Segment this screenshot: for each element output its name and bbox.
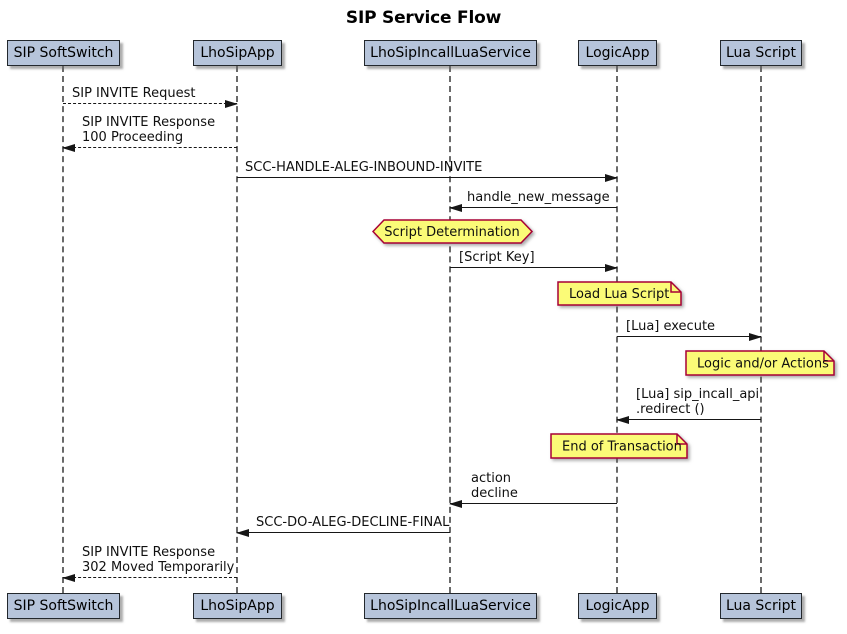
message-script-key: [Script Key] xyxy=(450,250,618,272)
diagram-title: SIP Service Flow xyxy=(345,8,502,28)
message-arrow-line xyxy=(62,573,237,582)
note-script-determination: Script Determination xyxy=(371,219,539,254)
message-arrow-line xyxy=(62,143,237,152)
message-scc-handle-aleg-inbound-invite: SCC-HANDLE-ALEG-INBOUND-INVITE xyxy=(237,160,618,182)
message-label: SIP INVITE Response 302 Moved Temporaril… xyxy=(82,545,235,575)
arrowhead-left-icon xyxy=(62,143,75,152)
message-arrow-line xyxy=(237,173,618,182)
message-arrow-line xyxy=(616,415,761,424)
message-label: [Lua] sip_incall_api .redirect () xyxy=(636,387,760,417)
note-label: End of Transaction xyxy=(562,440,682,455)
lifeline-lhosipincallluaservice xyxy=(449,66,451,593)
sticky-note-icon: Load Lua Script xyxy=(557,281,682,306)
message-arrow-line xyxy=(63,99,238,108)
message-action-decline: action decline xyxy=(449,471,617,508)
arrowhead-left-icon xyxy=(449,203,462,212)
message-sip-invite-response-100-proceeding: SIP INVITE Response 100 Proceeding xyxy=(62,115,237,152)
message-label: SCC-HANDLE-ALEG-INBOUND-INVITE xyxy=(245,160,483,175)
arrowhead-right-icon xyxy=(225,99,238,108)
participant-bottom-lua-script: Lua Script xyxy=(720,593,802,619)
sticky-note-icon: Logic and/or Actions xyxy=(685,350,835,376)
participant-top-lhosipapp: LhoSipApp xyxy=(193,40,282,66)
participant-top-lhosipincallluaservice: LhoSipIncallLuaService xyxy=(364,40,537,66)
note-label: Logic and/or Actions xyxy=(697,357,829,372)
note-label: Script Determination xyxy=(384,225,519,240)
lifeline-lua-script xyxy=(760,66,762,593)
participant-bottom-logicapp: LogicApp xyxy=(578,593,657,619)
participant-top-sip-softswitch: SIP SoftSwitch xyxy=(7,40,120,66)
message-label: [Script Key] xyxy=(459,250,535,265)
arrowhead-right-icon xyxy=(605,173,618,182)
hexagon-note-icon: Script Determination xyxy=(371,219,534,244)
participant-bottom-lhosipincallluaservice: LhoSipIncallLuaService xyxy=(364,593,537,619)
participant-bottom-sip-softswitch: SIP SoftSwitch xyxy=(7,593,120,619)
message-label: [Lua] execute xyxy=(626,319,716,334)
message-sip-invite-request: SIP INVITE Request xyxy=(63,86,238,108)
sticky-note-icon: End of Transaction xyxy=(550,433,688,459)
message-lua-execute: [Lua] execute xyxy=(617,319,762,341)
message-arrow-line xyxy=(449,203,617,212)
message-sip-invite-response-302-moved: SIP INVITE Response 302 Moved Temporaril… xyxy=(62,545,237,582)
message-handle-new-message: handle_new_message xyxy=(449,190,617,212)
message-lua-sip-incall-api-redirect: [Lua] sip_incall_api .redirect () xyxy=(616,387,761,424)
participant-top-lua-script: Lua Script xyxy=(720,40,802,66)
note-end-of-transaction: End of Transaction xyxy=(550,433,694,469)
lifeline-sip-softswitch xyxy=(62,66,64,593)
arrowhead-right-icon xyxy=(605,263,618,272)
note-label: Load Lua Script xyxy=(569,287,669,302)
message-label: SIP INVITE Request xyxy=(72,86,196,101)
message-label: SCC-DO-ALEG-DECLINE-FINAL xyxy=(256,515,450,530)
arrowhead-right-icon xyxy=(749,332,762,341)
message-arrow-line xyxy=(450,263,618,272)
message-scc-do-aleg-decline-final: SCC-DO-ALEG-DECLINE-FINAL xyxy=(236,515,450,537)
lifeline-logicapp xyxy=(616,66,618,593)
arrowhead-left-icon xyxy=(62,573,75,582)
note-load-lua-script: Load Lua Script xyxy=(557,281,688,316)
arrowhead-left-icon xyxy=(449,499,462,508)
message-label: SIP INVITE Response 100 Proceeding xyxy=(82,115,216,145)
message-arrow-line xyxy=(449,499,617,508)
lifeline-lhosipapp xyxy=(236,66,238,593)
note-logic-and-or-actions: Logic and/or Actions xyxy=(685,350,841,386)
arrowhead-left-icon xyxy=(236,528,249,537)
participant-bottom-lhosipapp: LhoSipApp xyxy=(193,593,282,619)
message-arrow-line xyxy=(617,332,762,341)
arrowhead-left-icon xyxy=(616,415,629,424)
message-label: handle_new_message xyxy=(467,190,610,205)
message-label: action decline xyxy=(471,471,518,501)
participant-top-logicapp: LogicApp xyxy=(578,40,657,66)
message-arrow-line xyxy=(236,528,450,537)
